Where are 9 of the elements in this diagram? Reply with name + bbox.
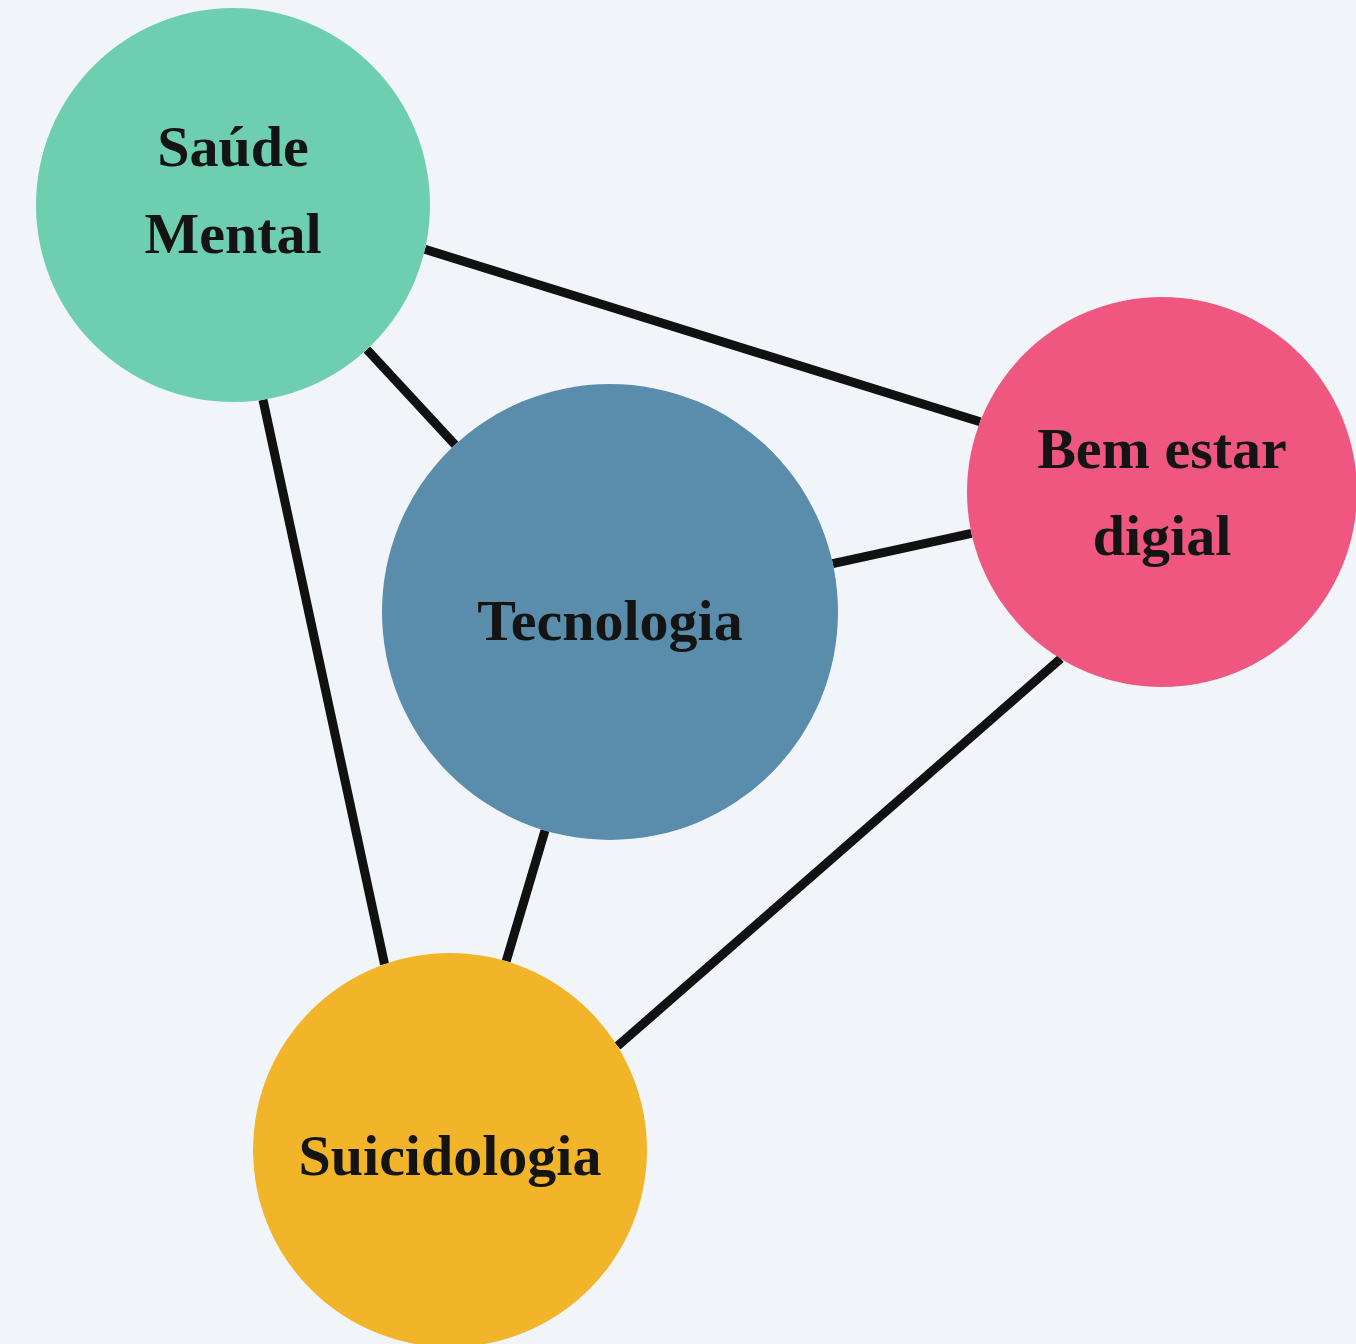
connector-line [363,346,459,448]
connector-line [831,529,973,568]
topic-label: Tecnologia [477,586,743,655]
connector-line [258,398,389,966]
connector-line [501,829,550,963]
topic-label: Saúde Mental [143,113,323,268]
topic-label: Suicidologia [298,1121,602,1190]
topic-label: Bem estar digial [1036,415,1288,570]
connector-line [423,245,982,427]
